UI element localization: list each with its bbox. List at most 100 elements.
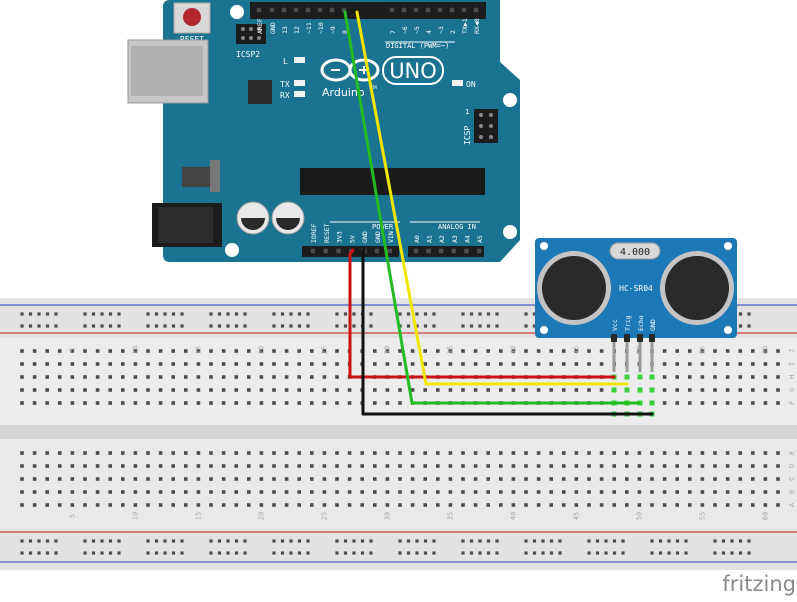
breadboard-hole bbox=[108, 503, 112, 507]
breadboard-hole bbox=[108, 388, 112, 392]
rail-hole bbox=[209, 539, 213, 543]
column-number: 40 bbox=[509, 346, 517, 354]
breadboard-hole bbox=[247, 477, 251, 481]
microcontroller-chip bbox=[300, 168, 485, 195]
sensor-pin-header bbox=[611, 334, 617, 342]
digital-pin-hole bbox=[449, 7, 455, 13]
reset-button-cap[interactable] bbox=[183, 8, 201, 26]
breadboard-hole bbox=[196, 464, 201, 468]
breadboard-hole bbox=[562, 477, 566, 481]
breadboard-hole bbox=[776, 388, 780, 392]
digital-pin-hole bbox=[413, 7, 419, 13]
breadboard-hole bbox=[133, 349, 138, 353]
rail-hole bbox=[495, 551, 499, 555]
breadboard-hole bbox=[133, 503, 138, 507]
breadboard-hole bbox=[473, 362, 478, 366]
breadboard-hole bbox=[247, 464, 251, 468]
rail-hole bbox=[217, 551, 222, 555]
power-pin-label: RESET bbox=[323, 223, 331, 243]
breadboard-hole bbox=[121, 349, 125, 353]
sensor-pin-label: Echo bbox=[637, 315, 645, 331]
breadboard-hole bbox=[675, 490, 679, 494]
breadboard-hole bbox=[83, 490, 87, 494]
breadboard-hole bbox=[184, 503, 188, 507]
digital-pin-label: ~10 bbox=[317, 22, 325, 34]
breadboard-hole bbox=[713, 349, 717, 353]
rail-hole bbox=[415, 324, 419, 328]
rail-hole bbox=[28, 324, 33, 328]
breadboard-hole bbox=[599, 490, 604, 494]
breadboard-hole bbox=[373, 401, 377, 405]
breadboard-hole bbox=[486, 477, 490, 481]
breadboard-hole bbox=[612, 503, 616, 507]
breadboard-hole bbox=[196, 401, 201, 405]
breadboard-hole bbox=[196, 451, 201, 455]
breadboard-hole bbox=[763, 464, 768, 468]
column-number: 45 bbox=[572, 512, 580, 520]
breadboard-hole bbox=[184, 349, 188, 353]
breadboard-hole bbox=[196, 375, 201, 379]
breadboard-hole bbox=[284, 375, 289, 379]
breadboard-hole bbox=[524, 490, 528, 494]
rail-hole bbox=[217, 324, 222, 328]
led-l bbox=[294, 57, 305, 63]
breadboard-hole bbox=[436, 451, 440, 455]
column-number: 10 bbox=[131, 346, 139, 354]
rail-hole bbox=[423, 324, 428, 328]
breadboard-hole bbox=[549, 451, 553, 455]
breadboard-hole bbox=[662, 503, 667, 507]
breadboard-hole bbox=[234, 503, 238, 507]
breadboard-hole bbox=[209, 401, 213, 405]
breadboard-hole bbox=[385, 451, 390, 455]
breadboard-hole bbox=[310, 490, 314, 494]
rail-hole bbox=[163, 312, 167, 316]
breadboard-hole bbox=[448, 388, 453, 392]
analog-pin-label: A4 bbox=[463, 235, 471, 243]
breadboard-hole bbox=[221, 451, 226, 455]
breadboard-hole bbox=[448, 464, 453, 468]
breadboard-hole bbox=[461, 349, 465, 353]
breadboard-hole bbox=[133, 388, 138, 392]
breadboard-hole bbox=[751, 464, 755, 468]
breadboard-hole bbox=[486, 464, 490, 468]
breadboard-hole bbox=[650, 451, 654, 455]
rail-hole bbox=[495, 539, 499, 543]
breadboard-hole bbox=[511, 490, 516, 494]
breadboard-hole bbox=[486, 362, 490, 366]
analog-pin-holes bbox=[413, 248, 482, 254]
rail-hole bbox=[217, 539, 222, 543]
breadboard-hole bbox=[751, 477, 755, 481]
rail-hole bbox=[180, 551, 184, 555]
power-pin-label: VIN bbox=[387, 231, 395, 243]
rail-hole bbox=[83, 551, 87, 555]
sensor-pin-label: Trig bbox=[624, 315, 632, 331]
breadboard-hole bbox=[587, 464, 591, 468]
breadboard-hole bbox=[272, 362, 276, 366]
digital-pin-hole bbox=[341, 7, 347, 13]
connected-hole bbox=[649, 400, 655, 406]
breadboard-hole bbox=[461, 477, 465, 481]
breadboard-hole bbox=[171, 349, 175, 353]
breadboard-hole bbox=[335, 464, 339, 468]
breadboard-hole bbox=[284, 401, 289, 405]
breadboard-hole bbox=[713, 362, 717, 366]
sensor-mount-hole bbox=[724, 326, 732, 334]
breadboard-hole bbox=[499, 464, 503, 468]
rail-hole bbox=[100, 551, 104, 555]
breadboard-hole bbox=[209, 464, 213, 468]
breadboard-hole bbox=[650, 503, 654, 507]
rail-hole bbox=[91, 324, 96, 328]
breadboard-hole bbox=[410, 362, 415, 366]
breadboard-hole bbox=[599, 477, 604, 481]
breadboard-hole bbox=[776, 451, 780, 455]
breadboard-hole bbox=[95, 477, 100, 481]
breadboard-hole bbox=[121, 451, 125, 455]
breadboard-hole bbox=[20, 464, 24, 468]
breadboard-hole bbox=[196, 503, 201, 507]
breadboard-hole bbox=[461, 362, 465, 366]
rail-hole bbox=[432, 539, 436, 543]
digital-pin-label: ~5 bbox=[413, 26, 421, 34]
breadboard-hole bbox=[221, 477, 226, 481]
row-letter: B bbox=[788, 490, 796, 494]
